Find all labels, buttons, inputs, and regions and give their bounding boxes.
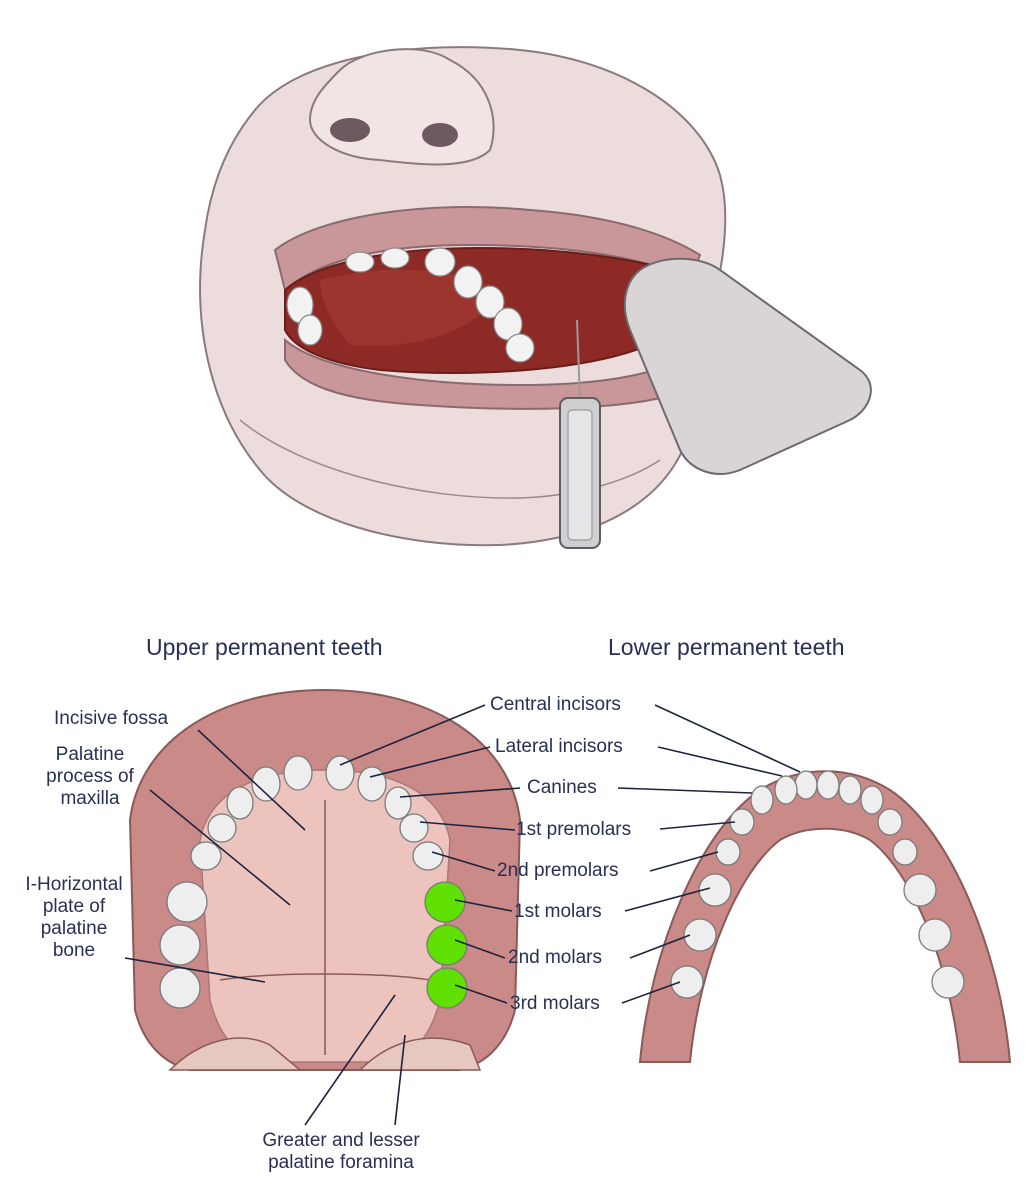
face-illustration [199,46,872,549]
upper-teeth [159,755,468,1009]
label-lateral-incisors: Lateral incisors [495,736,623,757]
upper-right-tooth-8 [426,967,468,1009]
pterygoid-right [358,1037,482,1071]
upper-left-tooth-8 [159,967,201,1009]
lower-left-tooth-6 [698,873,732,907]
leader-lateral-incisors-lower [657,746,783,777]
leader-second-premolars-upper [431,851,496,872]
upper-teeth-row [286,247,535,363]
upper-right-tooth-3 [384,786,412,820]
leader-central-incisors-upper [339,704,486,766]
leader-second-molars-lower [629,934,691,959]
label-horizontal-plate-line3: palatine [40,918,108,939]
label-horizontal-plate-line4: bone [52,940,96,961]
lower-right-tooth-2 [838,775,862,805]
lower-right-tooth-4 [877,808,903,836]
upper-arch-diagram [128,688,522,1071]
upper-left-tooth-1 [283,755,313,791]
leader-lateral-incisors-upper [369,746,491,778]
label-second-molars: 2nd molars [508,947,602,968]
leader-central-incisors-lower [654,704,801,773]
leader-lines [124,704,801,1126]
lower-arch-diagram [638,770,1012,1063]
leader-third-molars-upper [454,984,508,1004]
leader-third-molars-lower [621,981,681,1004]
lower-left-tooth-5 [715,838,741,866]
lower-right-tooth-1 [816,770,840,800]
leader-incisive-fossa [197,729,306,831]
pterygoid-left [168,1037,303,1071]
upper-right-tooth-2 [357,766,387,802]
lower-left-tooth-3 [750,785,774,815]
label-palatine-foramina-line1: Greater and lesser [262,1130,420,1151]
upper-right-tooth-5 [412,841,444,871]
chin-contour [239,419,661,499]
label-central-incisors: Central incisors [490,694,621,715]
label-horizontal-plate: I-Horizontal plate of palatine bone [10,874,138,962]
label-palatine-foramina: Greater and lesser palatine foramina [226,1130,456,1174]
lower-left-tooth-2 [774,775,798,805]
lower-gum [638,770,1012,1063]
upper-right-tooth-7 [426,924,468,966]
upper-left-tooth-4 [207,813,237,843]
heading-upper-teeth: Upper permanent teeth [146,634,383,660]
upper-right-tooth-1 [325,755,355,791]
upper-left-tooth-6 [166,881,208,923]
leader-greater-palatine-foramen [304,994,396,1126]
lower-left-tooth-8 [670,965,704,999]
heading-lower-teeth: Lower permanent teeth [608,634,845,660]
label-palatine-process: Palatine process of maxilla [30,744,150,810]
upper-left-tooth-5 [190,841,222,871]
label-second-premolars: 2nd premolars [497,860,619,881]
leader-palatine-process [149,789,291,906]
upper-left-tooth-7 [159,924,201,966]
lower-right-tooth-3 [860,785,884,815]
upper-right-tooth-6 [424,881,466,923]
lower-left-tooth-7 [683,918,717,952]
upper-left-tooth-2 [251,766,281,802]
leader-second-premolars-lower [649,851,719,872]
label-horizontal-plate-line2: plate of [42,896,106,917]
label-canines: Canines [527,777,597,798]
lower-right-tooth-5 [892,838,918,866]
leader-first-molars-upper [454,899,513,912]
lower-right-tooth-7 [918,918,952,952]
label-incisive-fossa: Incisive fossa [54,708,169,729]
lower-right-tooth-6 [903,873,937,907]
leader-second-molars-upper [454,939,506,959]
label-palatine-process-line3: maxilla [60,788,120,809]
label-palatine-process-line1: Palatine [55,744,125,765]
syringe [559,319,601,549]
leader-lesser-palatine-foramen [394,1034,406,1126]
upper-left-tooth-3 [226,786,254,820]
leader-canines-upper [399,787,521,798]
leader-first-molars-lower [624,887,711,912]
right-nostril [422,123,458,147]
label-palatine-foramina-line2: palatine foramina [268,1152,414,1173]
upper-right-tooth-4 [399,813,429,843]
leader-canines-lower [617,787,753,794]
label-first-premolars: 1st premolars [516,819,632,840]
left-nostril [330,118,370,142]
label-third-molars: 3rd molars [510,993,600,1014]
leader-first-premolars-upper [419,821,516,831]
label-horizontal-plate-line1: I-Horizontal [25,874,123,895]
lower-teeth [670,770,965,999]
lower-left-tooth-1 [794,770,818,800]
retractor [623,257,872,475]
leader-first-premolars-lower [659,821,736,830]
lower-right-tooth-8 [931,965,965,999]
label-first-molars: 1st molars [514,901,602,922]
label-palatine-process-line2: process of [46,766,134,787]
leader-horizontal-plate [124,957,266,983]
